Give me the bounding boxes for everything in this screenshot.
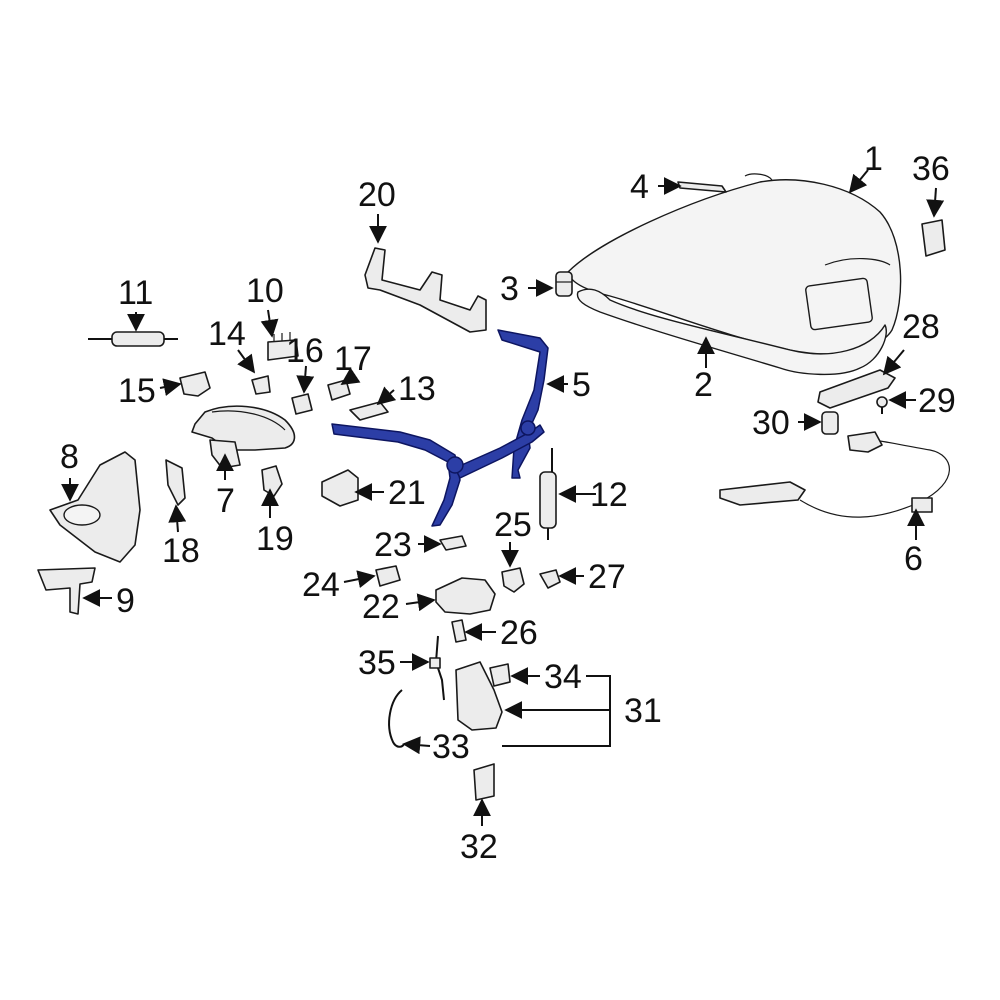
callout-23[interactable]: 23 bbox=[374, 526, 412, 564]
callout-12[interactable]: 12 bbox=[590, 476, 628, 514]
bracket-32-part[interactable] bbox=[473, 763, 495, 801]
callout-9[interactable]: 9 bbox=[116, 582, 135, 620]
clip-14-part[interactable] bbox=[251, 375, 271, 395]
retainer-15-part[interactable] bbox=[179, 371, 211, 397]
lock-cylinder-21-part[interactable] bbox=[321, 469, 359, 507]
callout-28[interactable]: 28 bbox=[902, 308, 940, 346]
valve-34-part[interactable] bbox=[489, 663, 511, 687]
callout-16[interactable]: 16 bbox=[286, 332, 324, 370]
callout-30[interactable]: 30 bbox=[752, 404, 790, 442]
callout-15[interactable]: 15 bbox=[118, 372, 156, 410]
callout-6[interactable]: 6 bbox=[904, 540, 923, 578]
lock-housing-part[interactable] bbox=[49, 451, 141, 563]
callout-26[interactable]: 26 bbox=[500, 614, 538, 652]
callout-7[interactable]: 7 bbox=[216, 482, 235, 520]
reinforcement-20-part[interactable] bbox=[364, 247, 487, 333]
callout-32[interactable]: 32 bbox=[460, 828, 498, 866]
clip-10-part[interactable] bbox=[267, 332, 299, 361]
callout-5[interactable]: 5 bbox=[572, 366, 591, 404]
handle-28-part[interactable] bbox=[817, 369, 896, 409]
callout-labels: 1 2 3 4 5 6 7 8 9 10 11 12 13 14 15 16 1… bbox=[60, 140, 956, 866]
pin-35-part[interactable] bbox=[429, 635, 445, 701]
callout-22[interactable]: 22 bbox=[362, 588, 400, 626]
clip-26-part[interactable] bbox=[451, 619, 467, 643]
callout-31[interactable]: 31 bbox=[624, 692, 662, 730]
bracket-9-part[interactable] bbox=[37, 567, 96, 615]
callout-21[interactable]: 21 bbox=[388, 474, 426, 512]
callout-25[interactable]: 25 bbox=[494, 506, 532, 544]
callout-20[interactable]: 20 bbox=[358, 176, 396, 214]
callout-13[interactable]: 13 bbox=[398, 370, 436, 408]
callout-3[interactable]: 3 bbox=[500, 270, 519, 308]
callout-18[interactable]: 18 bbox=[162, 532, 200, 570]
bumper-30-part[interactable] bbox=[821, 411, 839, 435]
callout-14[interactable]: 14 bbox=[208, 315, 246, 353]
callout-10[interactable]: 10 bbox=[246, 272, 284, 310]
nut-27-part[interactable] bbox=[539, 569, 561, 589]
callout-36[interactable]: 36 bbox=[912, 150, 950, 188]
pad-13-part[interactable] bbox=[349, 401, 389, 421]
bumper-stop-part[interactable] bbox=[555, 271, 573, 297]
hose-33-part[interactable] bbox=[388, 689, 405, 748]
gas-strut-11-part[interactable] bbox=[88, 331, 178, 347]
leader-lines bbox=[61, 169, 945, 826]
clip-19-part[interactable] bbox=[261, 465, 283, 497]
callout-33[interactable]: 33 bbox=[432, 728, 470, 766]
motor-unit-31-part[interactable] bbox=[455, 661, 503, 731]
callout-24[interactable]: 24 bbox=[302, 566, 340, 604]
bracket-18-part[interactable] bbox=[165, 459, 186, 506]
bracket-24-part[interactable] bbox=[375, 565, 401, 587]
trunk-seal-part[interactable] bbox=[576, 288, 887, 376]
callout-4[interactable]: 4 bbox=[630, 168, 649, 206]
trunk-lid-part[interactable] bbox=[567, 173, 902, 355]
cover-36-part[interactable] bbox=[921, 219, 946, 257]
callout-11[interactable]: 11 bbox=[118, 274, 153, 312]
pad-23-part[interactable] bbox=[439, 535, 467, 551]
release-cable-part[interactable] bbox=[719, 431, 950, 518]
callout-17[interactable]: 17 bbox=[334, 340, 372, 378]
clip-17-part[interactable] bbox=[327, 379, 351, 401]
callout-1[interactable]: 1 bbox=[864, 140, 883, 178]
trim-strip-part[interactable] bbox=[677, 181, 727, 193]
hinge-assembly-part[interactable] bbox=[331, 329, 549, 527]
gas-strut-12-part[interactable] bbox=[539, 448, 557, 540]
bracket-16-part[interactable] bbox=[291, 393, 313, 415]
callout-19[interactable]: 19 bbox=[256, 520, 294, 558]
callout-27[interactable]: 27 bbox=[588, 558, 626, 596]
callout-2[interactable]: 2 bbox=[694, 366, 713, 404]
screw-29-part[interactable] bbox=[876, 396, 888, 414]
latch-assembly-part[interactable] bbox=[191, 405, 296, 469]
callout-29[interactable]: 29 bbox=[918, 382, 956, 420]
callout-34[interactable]: 34 bbox=[544, 658, 582, 696]
callout-35[interactable]: 35 bbox=[358, 644, 396, 682]
actuator-22-part[interactable] bbox=[435, 577, 496, 615]
bolt-25-part[interactable] bbox=[501, 567, 525, 593]
callout-8[interactable]: 8 bbox=[60, 438, 79, 476]
